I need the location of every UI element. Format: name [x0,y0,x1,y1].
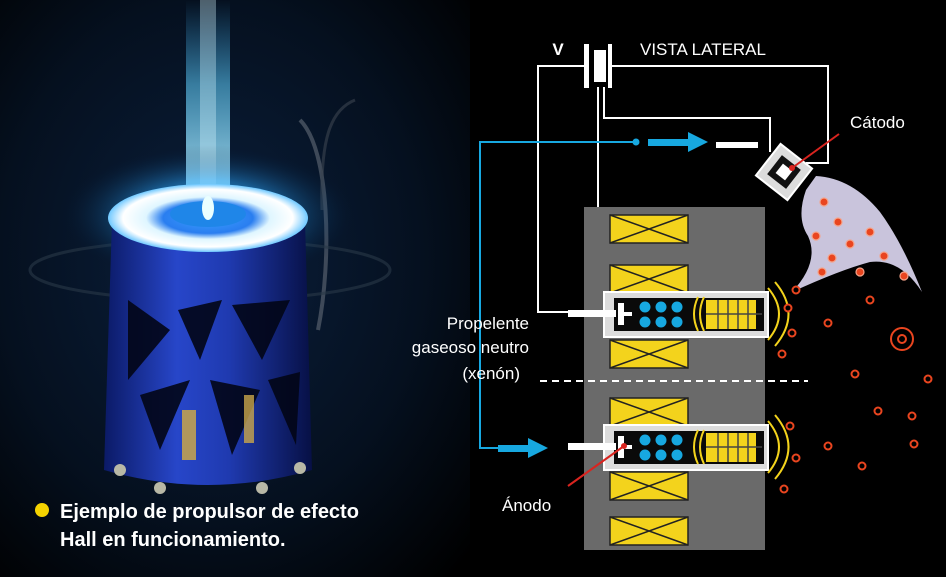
propellant-feed-line [479,141,636,449]
coil [609,397,689,427]
thruster-center-spot [202,196,214,220]
cathode-pointer [791,133,840,169]
cathode [754,142,814,202]
battery-plate-right [594,50,606,82]
cathode-label: Cátodo [850,113,905,132]
hall-thruster-diagram: V VISTA LATERAL Cátodo Propelente gaseos… [412,40,933,550]
cathode-pointer-dot [789,165,795,171]
magnet-coils [609,214,689,546]
anode-label: Ánodo [502,496,551,515]
circuit-wires [537,65,829,313]
propellant-label-line3: (xenón) [462,364,520,383]
caption-bullet [35,503,49,517]
view-title: VISTA LATERAL [640,40,766,59]
gas-arrow-cathode-shaft [648,139,694,146]
coil [609,339,689,369]
ion-large-ring [890,327,914,351]
feed-junction [632,138,640,146]
gas-arrow-anode-head [528,438,548,458]
ion-large-core [897,334,907,344]
propellant-label-line1: Propelente [447,314,529,333]
lattice-opening [178,300,222,360]
battery-plate-outer [608,44,612,88]
propellant-label-line2: gaseoso neutro [412,338,529,357]
caption-line1: Ejemplo de propulsor de efecto [60,501,359,523]
caption-line2: Hall en funcionamiento. [60,529,286,551]
discharge-channel-upper [603,281,790,347]
wire-right-cathode [612,65,829,164]
anode-pointer-dot [621,443,627,449]
anode-feed-upper [568,310,616,317]
lattice-opening [232,300,290,360]
wire-bundle [182,410,196,460]
discharge-channel-lower [603,414,790,480]
coil [609,516,689,546]
lattice-opening [268,372,300,445]
wire-center-right [603,87,771,152]
caption: Ejemplo de propulsor de efecto Hall en f… [35,501,359,551]
bolt [294,462,306,474]
coil [609,471,689,501]
gas-arrow-anode-shaft [498,445,532,452]
wire-bundle [244,395,254,443]
anode-pointer [567,445,625,487]
coil [609,264,689,294]
thruster-photo [0,0,470,577]
bolt [114,464,126,476]
gas-arrow-cathode-head [688,132,708,152]
bolt [256,482,268,494]
bolt [154,482,166,494]
lattice-opening [128,300,170,380]
wire-left-anode-top [537,65,584,313]
coil [609,214,689,244]
battery-plate-left [584,44,589,88]
anode-feed-lower [568,443,616,450]
ion-particles [777,197,933,494]
lattice-opening [140,380,190,450]
voltage-label: V [552,40,564,59]
